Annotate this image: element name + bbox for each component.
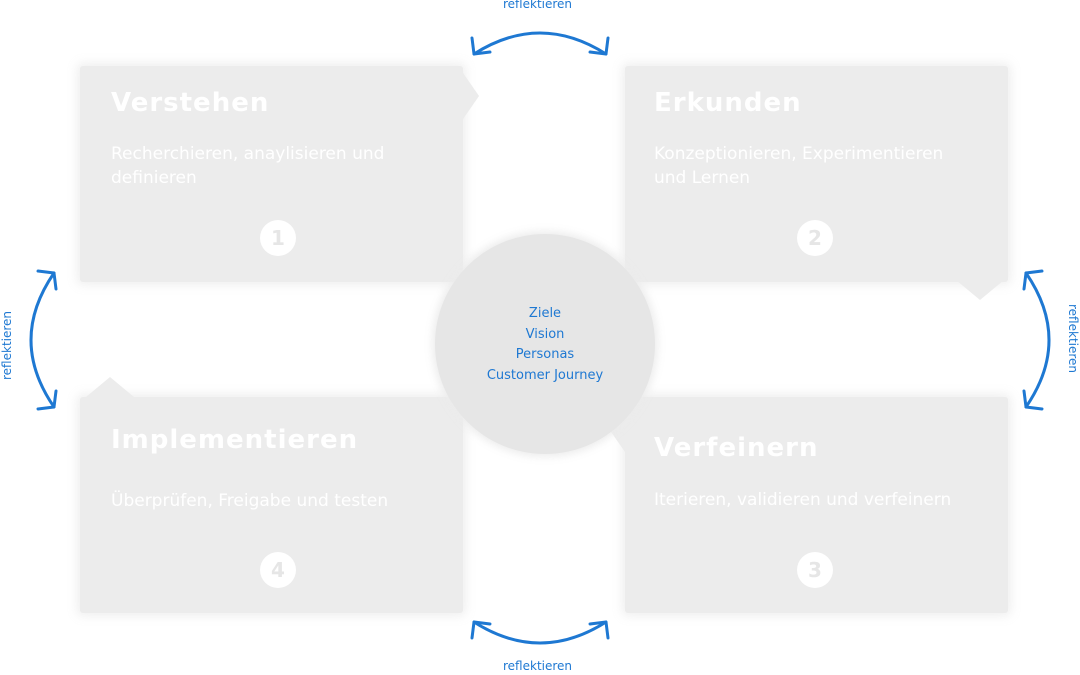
step-number-badge: 1 xyxy=(260,220,296,256)
double-arrow-icon xyxy=(1022,269,1051,411)
card-verfeinern: Verfeinern Iterieren, validieren und ver… xyxy=(625,397,1008,613)
card-description: Konzeptionieren, Experimentieren und Ler… xyxy=(654,144,944,188)
step-number-badge: 4 xyxy=(260,552,296,588)
card-description: Überprüfen, Freigabe und testen xyxy=(111,491,389,511)
center-item-customer-journey: Customer Journey xyxy=(486,367,604,383)
card-erkunden: Erkunden Konzeptionieren, Experimentiere… xyxy=(625,66,1008,282)
card-pointer xyxy=(86,377,134,397)
reflect-label-top: reflektieren xyxy=(503,0,573,11)
step-number-badge: 3 xyxy=(797,552,833,588)
center-list: Ziele Vision Personas Customer Journey xyxy=(435,304,655,386)
card-title: Erkunden xyxy=(654,88,802,118)
center-item-ziele: Ziele xyxy=(528,306,562,321)
double-arrow-icon xyxy=(470,620,610,645)
center-item-personas: Personas xyxy=(515,347,575,362)
step-number-badge: 2 xyxy=(797,220,833,256)
card-verstehen: Verstehen Recherchieren, anaylisieren un… xyxy=(80,66,463,282)
double-arrow-icon xyxy=(29,269,58,411)
center-item-vision: Vision xyxy=(525,326,565,342)
reflect-label-left: reflektieren xyxy=(0,310,14,380)
card-description: Recherchieren, anaylisieren und definier… xyxy=(111,144,385,188)
card-implementieren: Implementieren Überprüfen, Freigabe und … xyxy=(80,397,463,613)
center-circle: Ziele Vision Personas Customer Journey xyxy=(435,234,655,454)
card-title: Implementieren xyxy=(111,425,359,455)
card-pointer xyxy=(461,70,479,122)
reflect-label-bottom: reflektieren xyxy=(503,659,573,673)
card-title: Verfeinern xyxy=(654,433,819,463)
card-title: Verstehen xyxy=(111,88,270,118)
double-arrow-icon xyxy=(470,31,610,56)
reflect-label-right: reflektieren xyxy=(1066,304,1080,374)
card-pointer xyxy=(956,280,1004,300)
card-description: Iterieren, validieren und verfeinern xyxy=(654,490,952,510)
